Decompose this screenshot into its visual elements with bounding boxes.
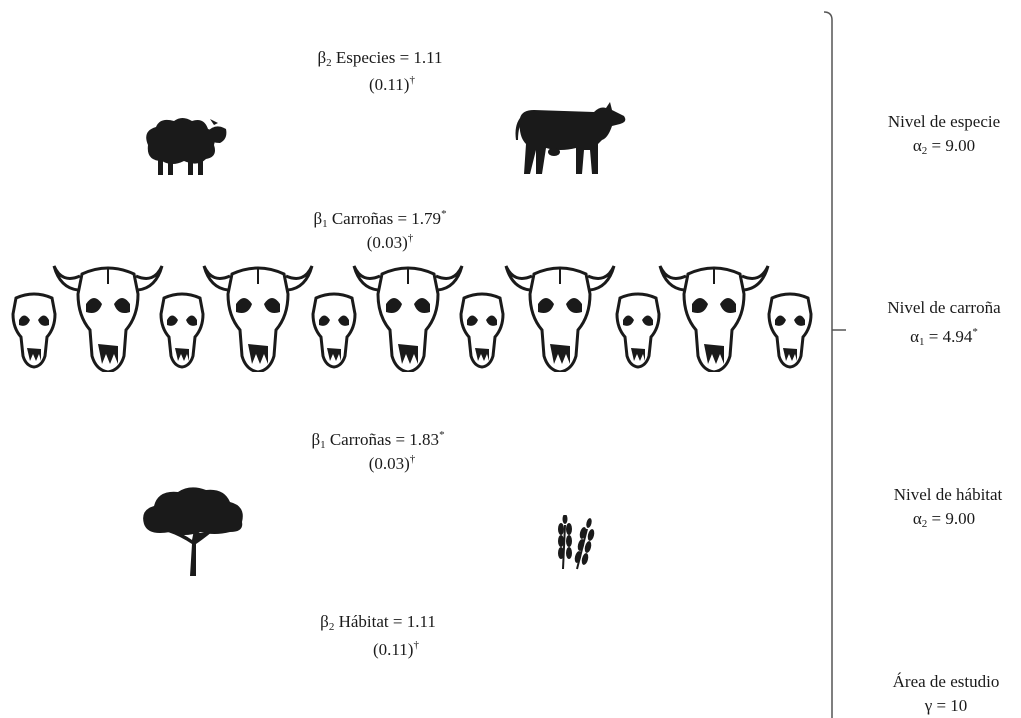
skull-icon: [354, 266, 462, 372]
wheat-icon: [551, 515, 601, 570]
skull-icon: [161, 294, 203, 367]
beta-species-se: (0.11)†: [369, 70, 415, 95]
cow-icon: [514, 96, 634, 181]
level-study-area-gamma: γ = 10: [925, 696, 968, 716]
skull-icon: [461, 294, 503, 367]
level-species-title: Nivel de especie: [888, 112, 1000, 132]
hierarchy-bracket: [818, 8, 858, 718]
level-carrion-alpha: α1 = 4.94*: [910, 322, 978, 352]
beta-habitat-label: β2 Hábitat = 1.11: [320, 612, 436, 637]
beta-carrion-bottom-se: (0.03)†: [369, 449, 416, 474]
level-study-area-title: Área de estudio: [893, 672, 1000, 692]
level-habitat-title: Nivel de hábitat: [894, 485, 1003, 505]
skull-icon: [204, 266, 312, 372]
skull-icon: [769, 294, 811, 367]
beta-habitat-se: (0.11)†: [373, 635, 419, 660]
level-carrion-title: Nivel de carroña: [887, 298, 1000, 318]
skull-icon: [54, 266, 162, 372]
skull-icon: [617, 294, 659, 367]
skull-icon: [506, 266, 614, 372]
level-habitat-alpha: α2 = 9.00: [913, 509, 975, 534]
tree-icon: [140, 484, 248, 578]
skull-icon: [13, 294, 55, 367]
skull-icon: [660, 266, 768, 372]
sheep-icon: [140, 115, 230, 180]
level-species-alpha: α2 = 9.00: [913, 136, 975, 161]
skull-icon: [313, 294, 355, 367]
skull-row: [0, 262, 830, 372]
beta-carrion-top-se: (0.03)†: [367, 228, 414, 253]
